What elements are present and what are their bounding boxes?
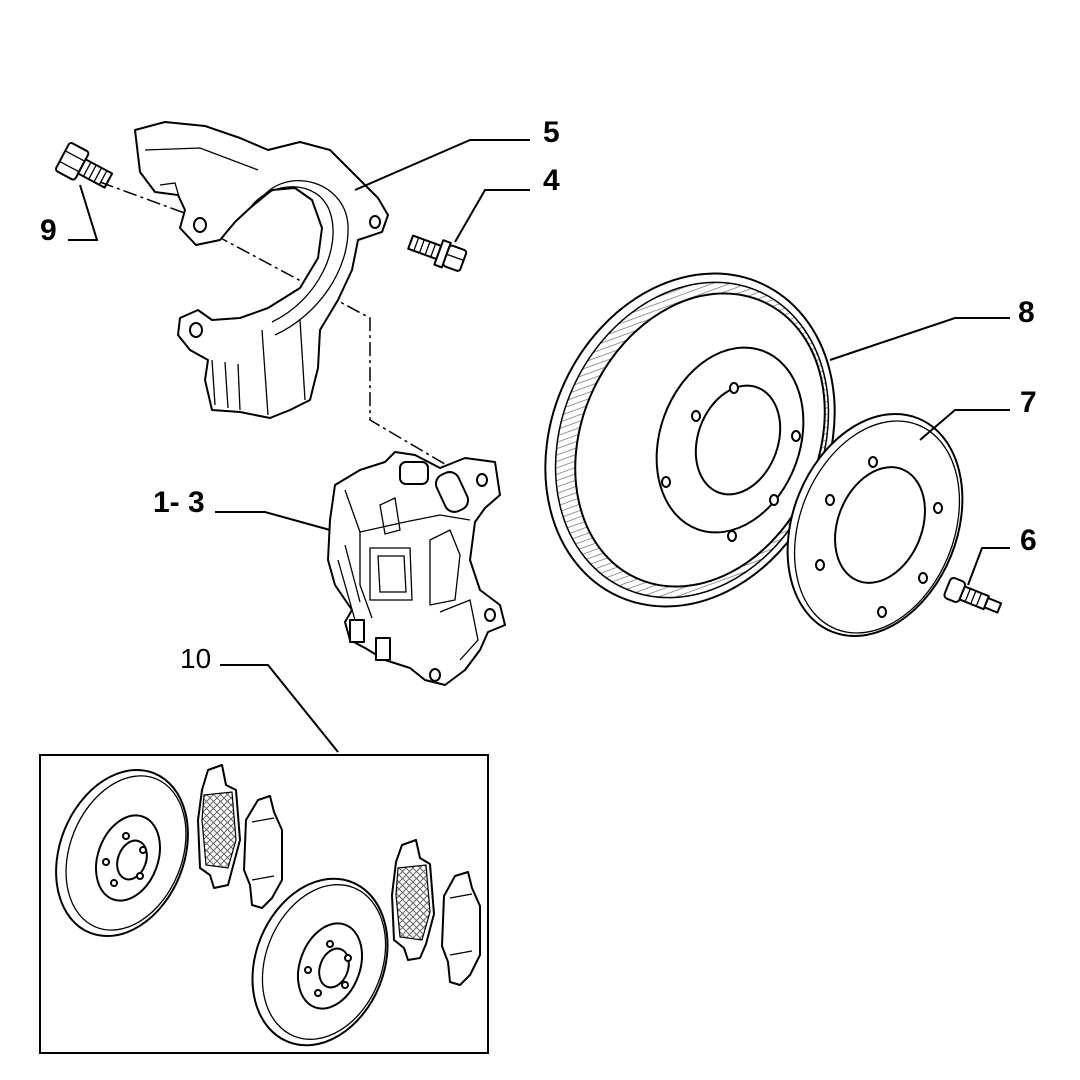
bolt-part-4 — [407, 189, 530, 272]
label-7: 7 — [1020, 386, 1037, 419]
kit-pad-1 — [197, 764, 241, 889]
dust-shield-part-5 — [134, 121, 389, 419]
leader-line — [220, 664, 339, 753]
stud-part-6 — [943, 547, 1010, 614]
kit-box-part-10 — [39, 754, 489, 1054]
label-4: 4 — [543, 164, 560, 197]
label-8: 8 — [1018, 296, 1035, 329]
kit-disc-2 — [251, 877, 389, 1047]
leader-line — [919, 409, 1010, 441]
label-1-3: 1- 3 — [153, 486, 205, 519]
kit-pad-3 — [391, 839, 435, 961]
label-5: 5 — [543, 116, 560, 149]
alignment-line — [214, 234, 456, 471]
kit-pad-4 — [441, 871, 481, 986]
bolt-part-9 — [54, 142, 114, 241]
kit-pad-2 — [243, 795, 283, 909]
label-9: 9 — [40, 214, 57, 247]
leader-line — [215, 511, 331, 531]
leader-line — [829, 317, 1010, 361]
caliper-part-1-3 — [327, 451, 506, 686]
kit-disc-1 — [55, 768, 189, 938]
label-6: 6 — [1020, 524, 1037, 557]
leader-line — [354, 139, 530, 191]
brake-disc-part-8 — [544, 272, 836, 608]
label-10: 10 — [180, 643, 211, 674]
alignment-line — [99, 181, 191, 216]
disc-shim-part-7 — [786, 413, 964, 637]
